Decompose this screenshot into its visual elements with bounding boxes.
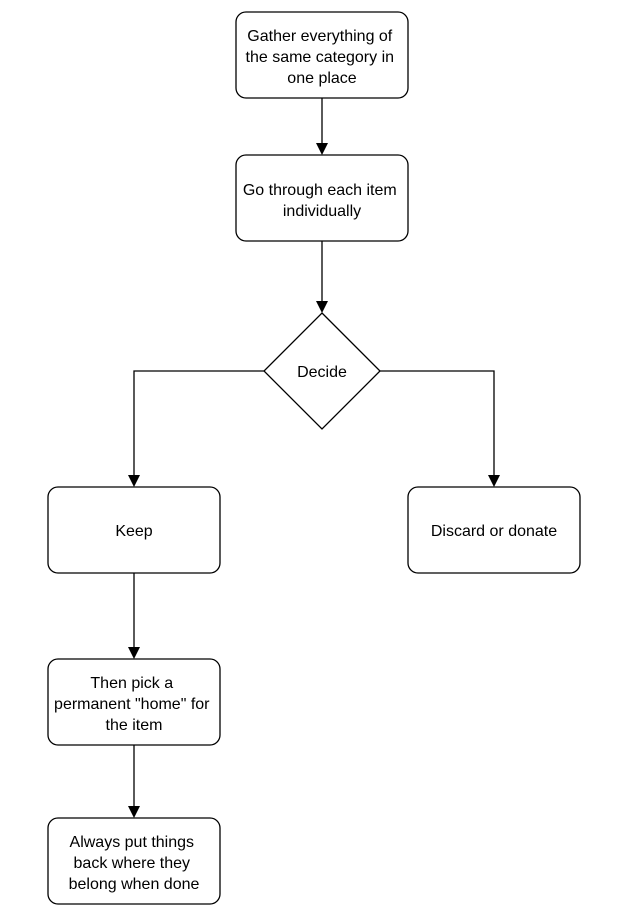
node-put-back-line-2: back where they [74, 855, 191, 872]
node-decide-diamond [263, 312, 381, 430]
node-put-back-text: Always put things back where they belong… [69, 834, 200, 893]
arrowhead-pick-home [128, 647, 140, 659]
edge-decide-to-keep [133, 370, 264, 477]
node-put-back-line-1: Always put things [70, 834, 195, 851]
node-pick-home-line-2: permanent "home" for [54, 696, 210, 713]
arrowhead-decide [316, 301, 328, 313]
arrowhead-go-through [316, 143, 328, 155]
node-go-through-text: Go through each item individually [243, 182, 401, 220]
node-discard-line-1: Discard or donate [431, 523, 557, 540]
node-keep-line-1: Keep [115, 523, 152, 540]
node-gather-line-3: one place [287, 70, 356, 87]
arrowhead-put-back [128, 806, 140, 818]
node-put-back-line-3: belong when done [69, 876, 200, 893]
node-gather-text: Gather everything of the same category i… [246, 28, 399, 87]
node-gather-line-2: the same category in [246, 49, 395, 66]
node-go-through-line-2: individually [283, 203, 361, 220]
node-pick-home-line-3: the item [106, 717, 163, 734]
node-pick-home-line-1: Then pick a [90, 675, 173, 692]
arrowhead-discard [488, 475, 500, 487]
node-discard-text: Discard or donate [431, 523, 557, 540]
node-keep-text: Keep [115, 523, 152, 540]
node-gather-line-1: Gather everything of [247, 28, 393, 45]
node-pick-home-text: Then pick a permanent "home" for the ite… [54, 675, 214, 734]
node-decide-text: Decide [297, 364, 347, 381]
node-decide-line-1: Decide [297, 364, 347, 381]
edge-decide-to-discard [380, 370, 495, 477]
arrowhead-keep [128, 475, 140, 487]
node-go-through-line-1: Go through each item [243, 182, 397, 199]
